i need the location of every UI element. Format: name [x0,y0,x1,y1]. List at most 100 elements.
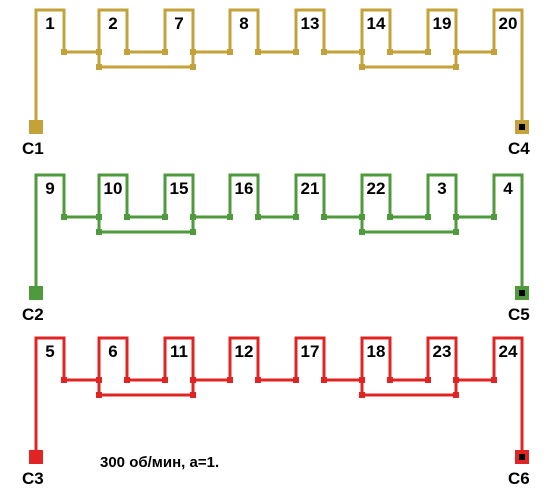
slot-coil-10 [97,173,129,201]
phase-2-winding: 9 10 15 16 21 22 3 4C2 C5 [22,173,530,324]
junction-dot [359,392,365,398]
junction-dot [491,49,497,55]
slot-number-4: 4 [503,179,513,198]
junction-dot [190,229,196,235]
slot-coil-23 [426,336,458,364]
slot-coil-15 [163,173,195,201]
slot-number-22: 22 [367,179,386,198]
slot-coil-18 [360,336,392,364]
junction-dot [96,64,102,70]
terminal-end-label: C4 [508,139,530,158]
junction-dot [227,49,233,55]
slot-coil-7 [163,8,195,36]
junction-dot [61,49,67,55]
junction-dot [491,377,497,383]
slot-number-21: 21 [301,179,320,198]
junction-dot [387,377,393,383]
junction-dot [425,214,431,220]
slot-coil-20 [492,8,524,36]
terminal-start-marker [29,286,43,300]
caption: 300 об/мин, a=1. [100,454,219,471]
slot-coil-19 [426,8,458,36]
slot-coil-1 [34,8,66,36]
junction-dot [359,64,365,70]
terminal-end-label: C5 [508,305,530,324]
junction-dot [61,214,67,220]
junction-dot [387,214,393,220]
junction-dot [61,377,67,383]
terminal-end-dot [519,124,525,130]
junction-dot [293,214,299,220]
junction-dot [321,214,327,220]
slot-number-2: 2 [108,14,117,33]
junction-dot [255,214,261,220]
slot-coil-5 [34,336,66,364]
slot-coil-14 [360,8,392,36]
slot-number-17: 17 [301,342,320,361]
junction-dot [321,377,327,383]
slot-coil-21 [294,173,326,201]
junction-dot [255,377,261,383]
terminal-start-marker [29,450,43,464]
junction-dot [453,392,459,398]
terminal-end-dot [519,290,525,296]
junction-dot [227,377,233,383]
terminal-start-label: C2 [22,305,44,324]
terminal-start-label: C3 [22,469,44,488]
junction-dot [124,49,130,55]
slot-number-3: 3 [437,179,446,198]
junction-dot [190,64,196,70]
junction-dot [387,49,393,55]
slot-coil-13 [294,8,326,36]
slot-number-24: 24 [499,342,518,361]
slot-coil-4 [492,173,524,201]
slot-number-5: 5 [45,342,54,361]
slot-number-11: 11 [170,342,188,361]
slot-number-20: 20 [499,14,518,33]
slot-number-16: 16 [235,179,254,198]
slot-number-10: 10 [104,179,123,198]
slot-number-14: 14 [367,14,386,33]
slot-number-9: 9 [45,179,54,198]
junction-dot [124,377,130,383]
terminal-end-label: C6 [508,469,530,488]
slot-number-7: 7 [174,14,183,33]
junction-dot [453,64,459,70]
slot-number-13: 13 [301,14,320,33]
slot-coil-16 [228,173,260,201]
junction-dot [190,392,196,398]
slot-number-12: 12 [235,342,254,361]
slot-number-1: 1 [45,14,54,33]
junction-dot [321,49,327,55]
slot-coil-8 [228,8,260,36]
junction-dot [96,392,102,398]
junction-dot [425,377,431,383]
junction-dot [293,377,299,383]
junction-dot [293,49,299,55]
terminal-start-marker [29,120,43,134]
junction-dot [162,214,168,220]
junction-dot [425,49,431,55]
junction-dot [255,49,261,55]
junction-dot [162,377,168,383]
slot-number-18: 18 [367,342,386,361]
slot-coil-17 [294,336,326,364]
slot-number-6: 6 [108,342,117,361]
slot-coil-24 [492,336,524,364]
junction-dot [227,214,233,220]
slot-number-23: 23 [433,342,452,361]
junction-dot [453,229,459,235]
slot-number-15: 15 [170,179,189,198]
slot-number-8: 8 [239,14,248,33]
slot-coil-9 [34,173,66,201]
junction-dot [162,49,168,55]
slot-coil-6 [97,336,129,364]
terminal-start-label: C1 [22,139,44,158]
slot-coil-3 [426,173,458,201]
slot-coil-11 [163,336,195,364]
slot-number-19: 19 [433,14,452,33]
slot-coil-22 [360,173,392,201]
